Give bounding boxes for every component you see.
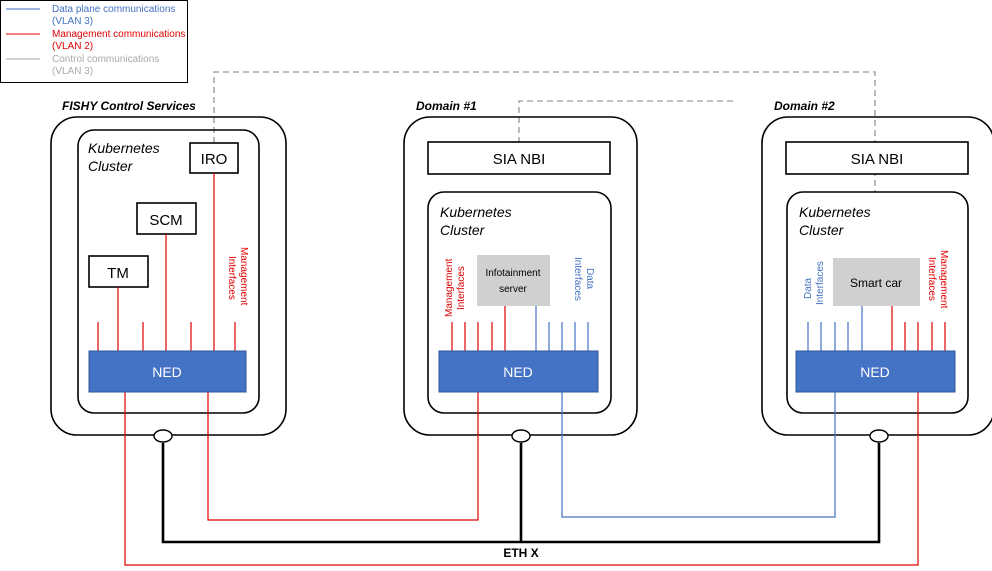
fishy-interface-stubs <box>97 173 236 351</box>
fishy-cluster-frame <box>77 129 260 414</box>
domain1-interface-stubs <box>451 306 589 351</box>
legend-mgmt-label: Management communications <box>52 29 185 40</box>
domain2-port <box>869 429 889 443</box>
fishy-mgmt-label-1: Management <box>238 247 249 306</box>
control-link-iro-domain2 <box>213 71 876 192</box>
fishy-mgmt-label-2: Interfaces <box>226 256 237 300</box>
domain1-cluster-frame <box>427 191 612 414</box>
domain1-sia-box <box>427 141 611 175</box>
fishy-title: FISHY Control Services <box>62 99 196 113</box>
mgmt-link-fishy-domain1 <box>207 392 479 521</box>
domain2-mgmt-label-2: Interfaces <box>926 257 937 301</box>
domain2-cluster-frame <box>786 191 969 414</box>
control-link-domain1 <box>518 100 734 143</box>
domain1-port <box>511 429 531 443</box>
fishy-cluster-label-1: Kubernetes <box>88 140 160 156</box>
infotainment-label-1: Infotainment <box>485 268 540 279</box>
domain2-mgmt-label-1: Management <box>938 250 949 309</box>
domain2-cluster-label-2: Cluster <box>799 222 845 238</box>
domain1-data-label-2: Interfaces <box>572 257 583 301</box>
scm-label: SCM <box>149 212 182 229</box>
domain1-mgmt-label-2: Interfaces <box>456 266 467 310</box>
domain1-title: Domain #1 <box>416 99 477 113</box>
frames <box>50 116 992 436</box>
legend-data-vlan: (VLAN 3) <box>52 16 93 27</box>
fishy-ned <box>88 350 247 393</box>
domain2-ned <box>795 350 956 393</box>
domain1-sia-label: SIA NBI <box>493 151 546 168</box>
domain1-cluster-label-1: Kubernetes <box>440 204 512 220</box>
infotainment-label-2: server <box>499 284 527 295</box>
fishy-ned-label: NED <box>152 364 182 380</box>
domain1-data-label-1: Data <box>584 268 595 290</box>
control-links <box>213 71 876 192</box>
smartcar-label: Smart car <box>850 276 902 290</box>
domain2-sia-box <box>785 141 969 175</box>
legend-control-vlan: (VLAN 3) <box>52 66 93 77</box>
iro-label: IRO <box>201 151 228 168</box>
mgmt-link-fishy-domain2 <box>124 392 919 566</box>
fishy-port <box>153 429 173 443</box>
domain2-cluster-label-1: Kubernetes <box>799 204 871 220</box>
data-link-domain1-domain2 <box>561 392 836 518</box>
domain1-ned-label: NED <box>503 364 533 380</box>
legend-control-label: Control communications <box>52 54 159 65</box>
domain1-ned <box>438 350 599 393</box>
tm-box <box>88 255 149 288</box>
domain2-data-label-1: Data <box>803 277 814 299</box>
domain2-ned-label: NED <box>860 364 890 380</box>
domain2-sia-label: SIA NBI <box>851 151 904 168</box>
infotainment-box <box>477 255 550 306</box>
domain1-cluster-label-2: Cluster <box>440 222 486 238</box>
inter-domain-links <box>124 392 919 566</box>
smartcar-box <box>833 258 920 306</box>
domain2-title: Domain #2 <box>774 99 835 113</box>
legend-mgmt-vlan: (VLAN 2) <box>52 41 93 52</box>
legend-data-label: Data plane communications <box>52 4 175 15</box>
domain2-data-label-2: Interfaces <box>815 261 826 305</box>
scm-box <box>136 202 197 235</box>
iro-box <box>189 142 239 174</box>
domain1-mgmt-label-1: Management <box>444 258 455 317</box>
domain2-interface-stubs <box>807 306 946 351</box>
eth-bus <box>161 443 881 544</box>
fishy-cluster-label-2: Cluster <box>88 158 134 174</box>
tm-label: TM <box>107 265 129 282</box>
legend: Data plane communications (VLAN 3) Manag… <box>0 0 188 83</box>
eth-label: ETH X <box>503 546 538 560</box>
